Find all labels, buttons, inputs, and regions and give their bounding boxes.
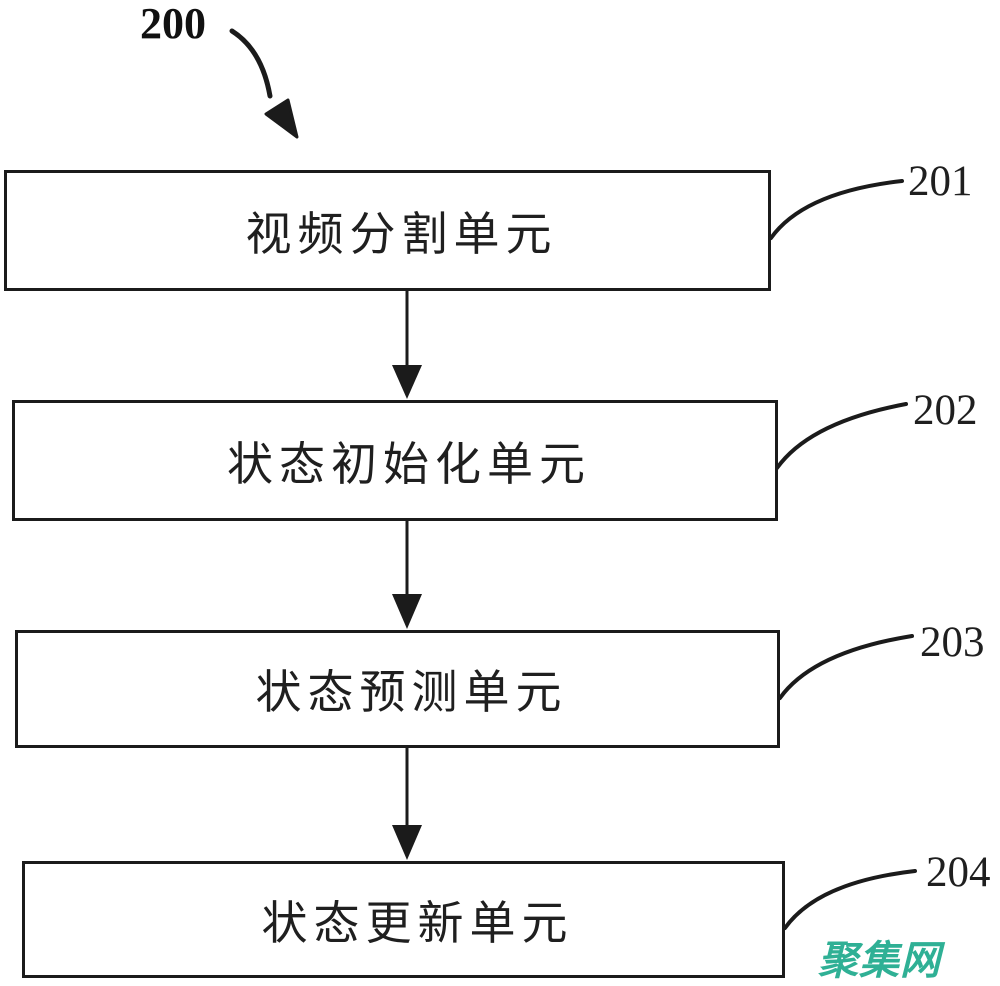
unit-label-state-initialization: 状态初始化单元: [227, 436, 591, 491]
ref-num-202: 202: [913, 387, 978, 434]
leader-201: [769, 179, 904, 240]
ref-num-203: 203: [920, 619, 985, 666]
flow-arrow-1-2: [392, 291, 422, 399]
unit-label-video-segmentation: 视频分割单元: [245, 206, 558, 261]
leader-202: [775, 402, 908, 470]
unit-box-state-update: 状态更新单元: [22, 861, 785, 978]
ref-num-201: 201: [908, 158, 973, 205]
unit-box-state-initialization: 状态初始化单元: [12, 400, 778, 521]
flow-arrow-2-3: [392, 521, 422, 629]
flow-arrow-3-4: [392, 748, 422, 860]
unit-box-video-segmentation: 视频分割单元: [4, 170, 771, 291]
unit-label-state-update: 状态更新单元: [261, 895, 574, 950]
unit-label-state-prediction: 状态预测单元: [255, 665, 568, 719]
figure-number: 200: [140, 0, 206, 48]
watermark-logo: 聚集网: [818, 938, 941, 984]
leader-204: [783, 869, 917, 930]
ref-num-204: 204: [926, 849, 991, 896]
unit-box-state-prediction: 状态预测单元: [15, 630, 780, 748]
figure-pointer-arrow: [229, 28, 299, 139]
leader-203: [778, 634, 914, 700]
